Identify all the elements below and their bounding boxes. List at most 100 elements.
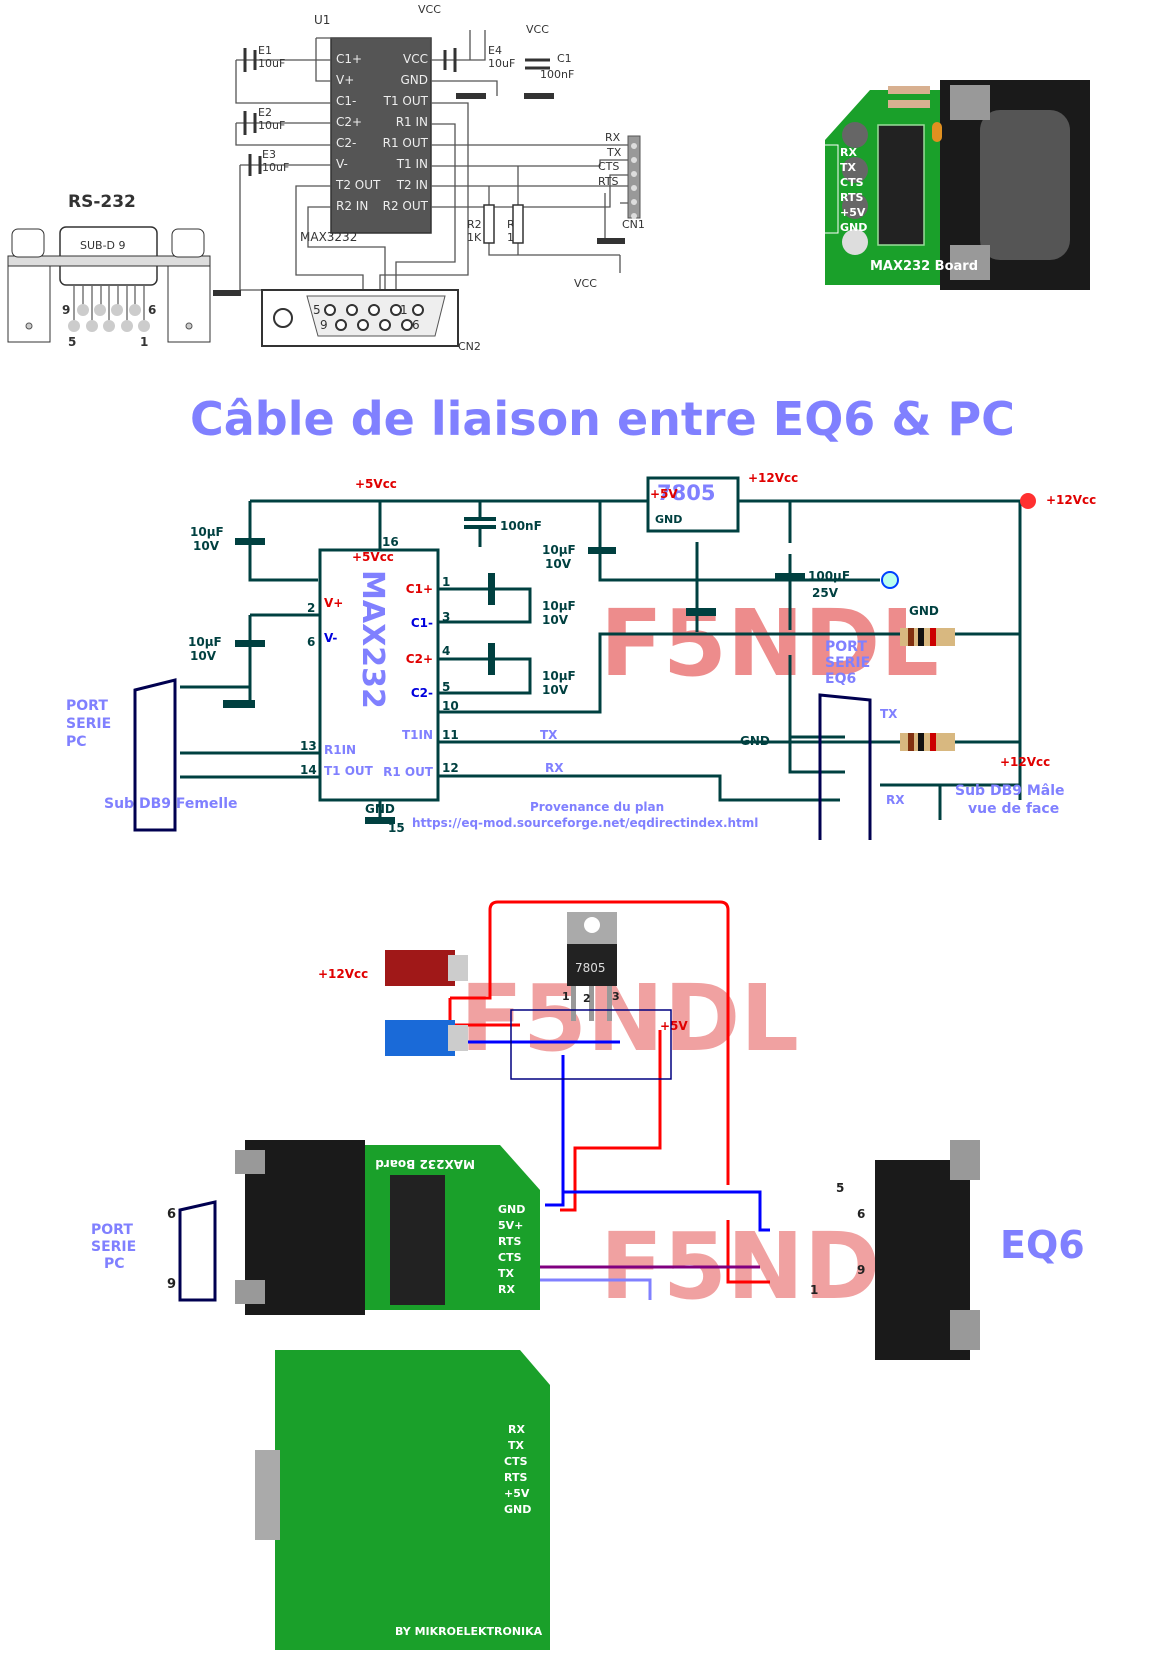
wiring-5v-label: +5V xyxy=(660,1019,688,1033)
regulator-7805 xyxy=(646,476,740,533)
blue-jack-gnd xyxy=(385,1020,468,1056)
c1-ref: C1 xyxy=(557,52,572,65)
watermark: F5NDL xyxy=(600,590,939,697)
board-pin-gnd: GND xyxy=(840,221,867,234)
eq6-rx-label: RX xyxy=(886,793,905,807)
reg-pin3: 3 xyxy=(612,990,620,1003)
board-pin-5v: +5V xyxy=(840,206,866,219)
cn2-pin-5: 5 xyxy=(313,303,321,317)
eq6-pin-6: 6 xyxy=(857,1207,865,1221)
plus12v-terminal-icon xyxy=(1020,493,1036,509)
e4-value: 10uF xyxy=(488,57,515,70)
max232-board-back: BY MIKROELEKTRONIKA RX TX CTS RTS +5V GN… xyxy=(255,1350,550,1650)
c1-value: 100nF xyxy=(540,68,574,81)
db9-female-label: Sub DB9 Femelle xyxy=(104,796,238,812)
gnd-eq6-label: GND xyxy=(740,734,770,748)
tx-wire-label: TX xyxy=(540,728,558,742)
regulator-7805-package: 7805 xyxy=(567,912,617,1021)
rx-wire-label: RX xyxy=(545,761,564,775)
port-pc-line2: SERIE xyxy=(66,716,111,732)
pin-c1p: C1+ xyxy=(336,52,362,66)
pin-t1out: T1 OUT xyxy=(383,94,429,108)
cn1-cts: CTS xyxy=(598,160,619,173)
pin-t2out: T2 OUT xyxy=(335,178,381,192)
chip-label-max232: MAX232 xyxy=(355,570,390,709)
cn2-pin-6: 6 xyxy=(412,318,420,332)
regulator-gnd: GND xyxy=(655,513,682,526)
reg-package-label: 7805 xyxy=(575,961,606,975)
reg-pin2: 2 xyxy=(583,992,591,1005)
pin-gnd: GND xyxy=(400,73,428,87)
pin-c1m: C1- xyxy=(336,94,356,108)
resistor-rx xyxy=(900,628,955,646)
board-label-upsidedown: MAX232 Board xyxy=(375,1157,475,1171)
cap2-value: 10µF xyxy=(188,635,222,649)
back-pin-5v: +5V xyxy=(504,1487,530,1500)
rs232-connector-drawing: SUB-D 9 9 6 5 1 xyxy=(7,226,211,349)
pin-vm: V- xyxy=(336,157,348,171)
pin-vp: V+ xyxy=(336,73,354,87)
pin-14: 14 xyxy=(300,763,317,777)
gnd-terminal-icon xyxy=(881,571,899,589)
pin-10: 10 xyxy=(442,699,459,713)
label-12vcc-reg: +12Vcc xyxy=(748,471,798,485)
e1-ref: E1 xyxy=(258,44,272,57)
cn2-pin-1: 1 xyxy=(400,303,408,317)
pin-name-r1in: R1IN xyxy=(324,743,356,757)
e3-ref: E3 xyxy=(262,148,276,161)
red-jack-12v xyxy=(385,950,468,986)
source-url[interactable]: https://eq-mod.sourceforge.net/eqdirecti… xyxy=(412,816,758,830)
eq6-pin-9: 9 xyxy=(857,1263,865,1277)
wb-pin-rts: RTS xyxy=(498,1235,521,1248)
rs232-pin-1: 1 xyxy=(140,335,148,349)
board-pin-cts: CTS xyxy=(840,176,864,189)
back-pin-rts: RTS xyxy=(504,1471,527,1484)
pin-name-c1plus: C1+ xyxy=(406,582,433,596)
cap3-value: 10µF xyxy=(542,599,576,613)
vcc-label-c1: VCC xyxy=(526,23,549,36)
page-title: Câble de liaison entre EQ6 & PC xyxy=(190,392,1015,446)
cap100uf-volt: 25V xyxy=(812,586,839,600)
back-pin-gnd: GND xyxy=(504,1503,531,1516)
cap5-volt: 10V xyxy=(545,557,572,571)
r2-value: 1K xyxy=(467,231,482,244)
vcc-label-bottom: VCC xyxy=(574,277,597,290)
resistor-tx xyxy=(900,733,955,751)
pin-name-t1out: T1 OUT xyxy=(324,764,374,778)
pin-name-vplus: V+ xyxy=(324,596,343,610)
gnd-terminal-label: GND xyxy=(909,604,939,618)
rs232-pin-9: 9 xyxy=(62,303,70,317)
back-maker: BY MIKROELEKTRONIKA xyxy=(395,1625,543,1638)
regulator-name: 7805 xyxy=(657,481,715,505)
port-pc-line3: PC xyxy=(66,734,87,750)
cn1-rx: RX xyxy=(605,131,621,144)
label-5vcc-top: +5Vcc xyxy=(355,477,397,491)
pin-c2p: C2+ xyxy=(336,115,362,129)
wiring-watermark-top: F5NDL xyxy=(460,965,799,1072)
pin-r2in: R2 IN xyxy=(336,199,368,213)
e3-value: 10uF xyxy=(262,161,289,174)
cn1-tx: TX xyxy=(606,146,622,159)
pin-1: 1 xyxy=(442,575,450,589)
cap4-volt: 10V xyxy=(542,683,569,697)
port-eq6-line2: SERIE xyxy=(825,655,870,671)
wb-pin-tx: TX xyxy=(498,1267,515,1280)
cap1-volt: 10V xyxy=(193,539,220,553)
board-pin-rx: RX xyxy=(840,146,857,159)
db9-male-line1: Sub DB9 Mâle xyxy=(955,783,1065,799)
cap4-value: 10µF xyxy=(542,669,576,683)
cn2-ref: CN2 xyxy=(458,340,481,353)
chip-name: MAX3232 xyxy=(300,230,357,244)
pin-r2out: R2 OUT xyxy=(383,199,429,213)
cap3-volt: 10V xyxy=(542,613,569,627)
eq6-connector xyxy=(875,1140,980,1360)
eq6-label: EQ6 xyxy=(1000,1223,1085,1267)
pin-t1in: T1 IN xyxy=(396,157,428,171)
cn1-ref: CN1 xyxy=(622,218,645,231)
wpc-pin-6: 6 xyxy=(167,1207,176,1222)
max232-board-photo: RX TX CTS RTS +5V GND MAX232 Board xyxy=(822,80,1090,290)
pin-16: 16 xyxy=(382,535,399,549)
perfboard xyxy=(510,1009,672,1080)
chip-ref: U1 xyxy=(314,13,330,27)
wb-pin-cts: CTS xyxy=(498,1251,522,1264)
